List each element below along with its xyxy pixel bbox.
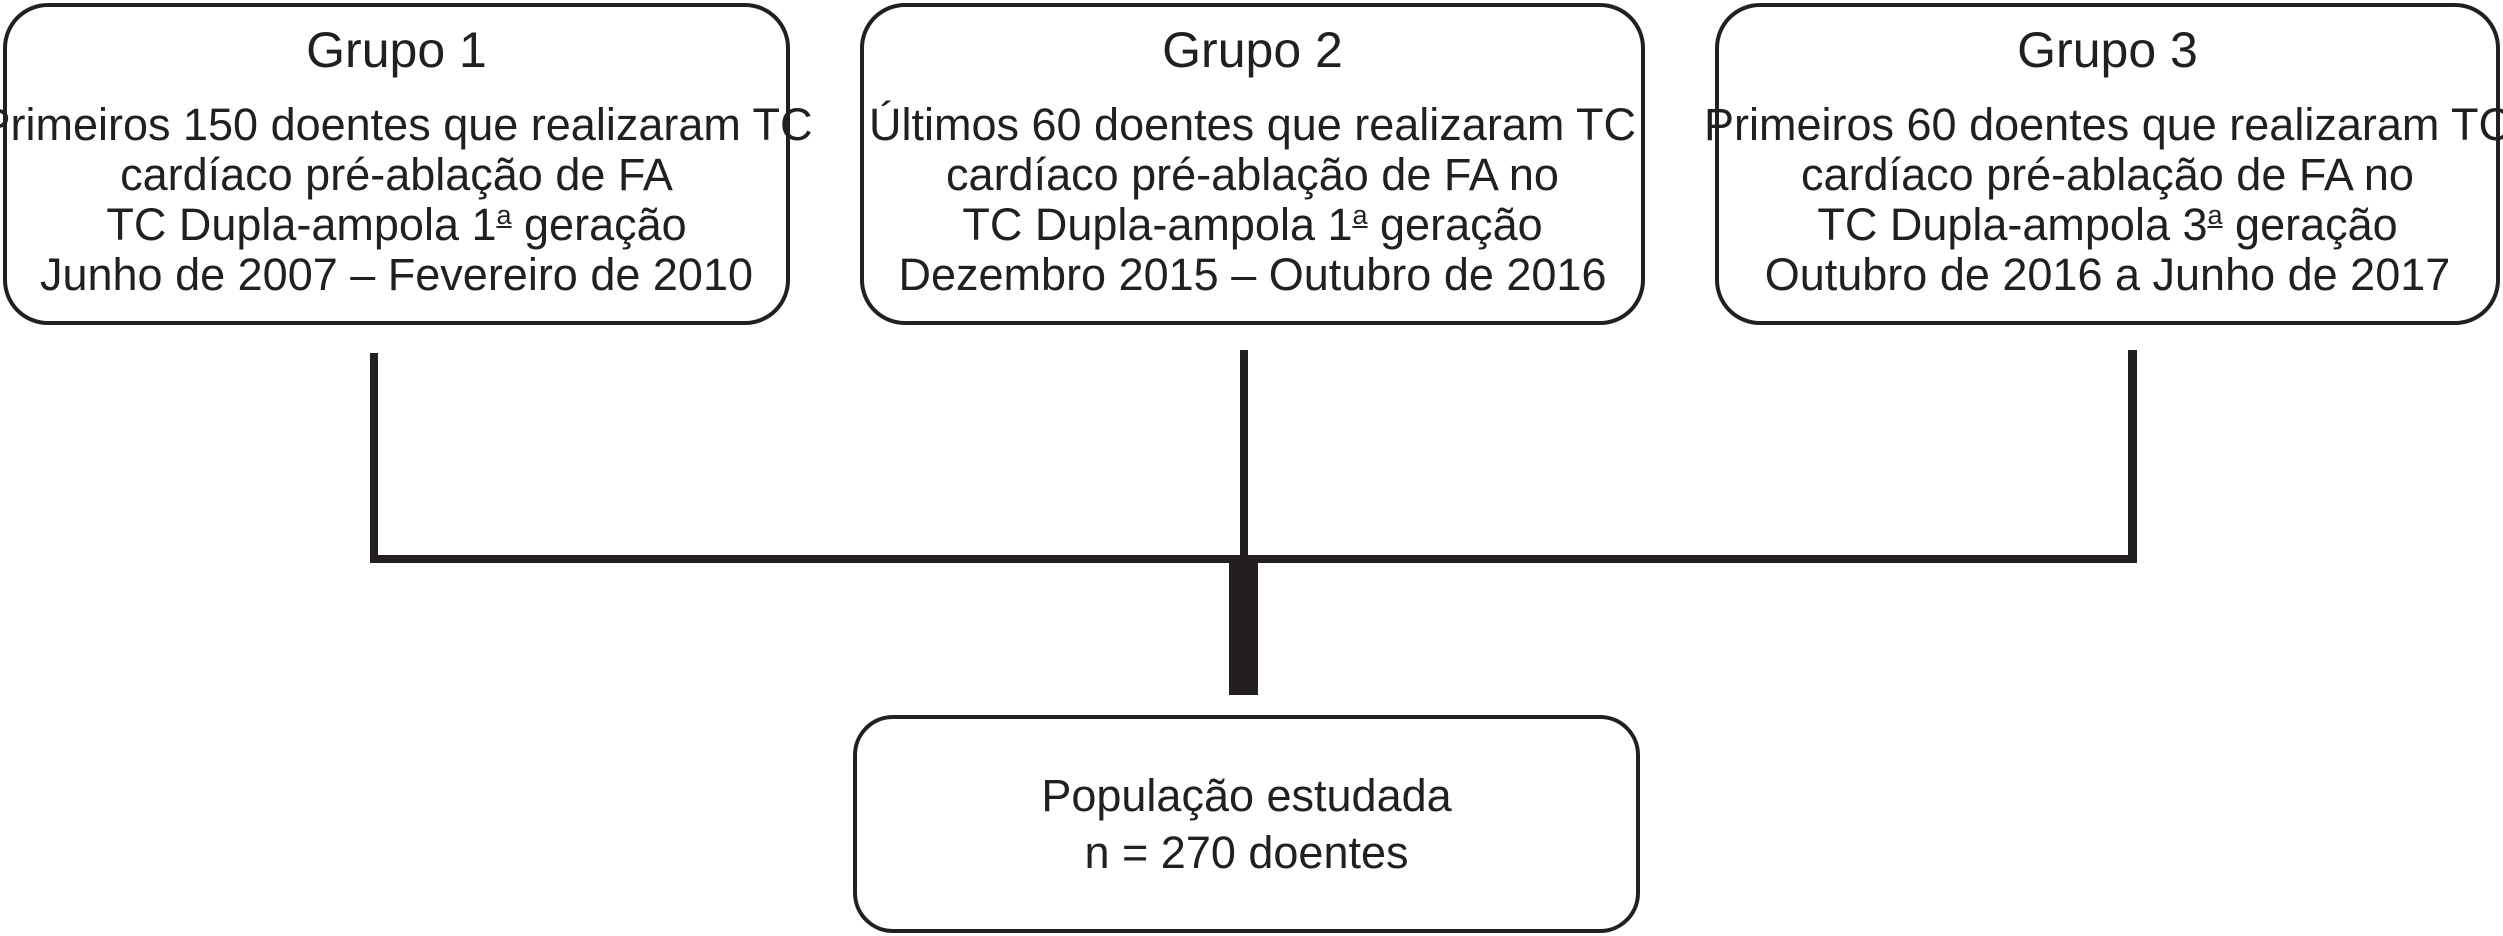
connector-line-group3	[2128, 350, 2137, 563]
group1-line4: Junho de 2007 – Fevereiro de 2010	[39, 249, 754, 300]
group2-title: Grupo 2	[1162, 22, 1343, 78]
group2-line3-prefix: TC Dupla-ampola 1	[962, 199, 1353, 250]
group1-line3: TC Dupla-ampola 1a geração	[0, 200, 813, 250]
group2-line2: cardíaco pré-ablação de FA no	[946, 149, 1559, 200]
group3-box: Grupo 3 Primeiros 60 doentes que realiza…	[1704, 3, 2503, 325]
group3-description: Primeiros 60 doentes que realizaram TC c…	[1704, 100, 2503, 300]
group1-description: Primeiros 150 doentes que realizaram TC …	[0, 100, 813, 300]
group1-line3-suffix: geração	[511, 199, 687, 250]
group2-ordinal-indicator: a	[1352, 200, 1368, 230]
group2-line1: Últimos 60 doentes que realizaram TC	[868, 99, 1637, 150]
result-line2: n = 270 doentes	[1084, 827, 1409, 878]
group3-line1: Primeiros 60 doentes que realizaram TC	[1703, 99, 2503, 150]
group3-line3: TC Dupla-ampola 3a geração	[1704, 200, 2503, 250]
group2-description: Últimos 60 doentes que realizaram TC car…	[869, 100, 1636, 300]
result-box: População estudada n = 270 doentes	[853, 715, 1640, 933]
group3-line4: Outubro de 2016 a Junho de 2017	[1764, 249, 2451, 300]
group1-line1: Primeiros 150 doentes que realizaram TC	[0, 99, 813, 150]
connector-line-group1	[370, 353, 378, 563]
group3-line3-suffix: geração	[2222, 199, 2398, 250]
group1-box: Grupo 1 Primeiros 150 doentes que realiz…	[0, 3, 813, 325]
result-description: População estudada n = 270 doentes	[1041, 767, 1451, 881]
group2-line4: Dezembro 2015 – Outubro de 2016	[898, 249, 1607, 300]
group2-line3-suffix: geração	[1367, 199, 1543, 250]
group1-ordinal-indicator: a	[496, 200, 512, 230]
connector-stub-to-result	[1229, 563, 1258, 695]
group1-line3-prefix: TC Dupla-ampola 1	[106, 199, 497, 250]
group3-line2: cardíaco pré-ablação de FA no	[1801, 149, 2414, 200]
connector-line-group2	[1240, 350, 1248, 563]
group3-line3-prefix: TC Dupla-ampola 3	[1817, 199, 2208, 250]
result-line1: População estudada	[1041, 770, 1452, 821]
group2-box: Grupo 2 Últimos 60 doentes que realizara…	[860, 3, 1645, 325]
group2-line3: TC Dupla-ampola 1a geração	[869, 200, 1636, 250]
connector-line-horizontal	[370, 555, 2137, 563]
group3-ordinal-indicator: a	[2207, 200, 2223, 230]
group1-title: Grupo 1	[306, 22, 487, 78]
group1-line2: cardíaco pré-ablação de FA	[120, 149, 673, 200]
group3-title: Grupo 3	[2017, 22, 2198, 78]
